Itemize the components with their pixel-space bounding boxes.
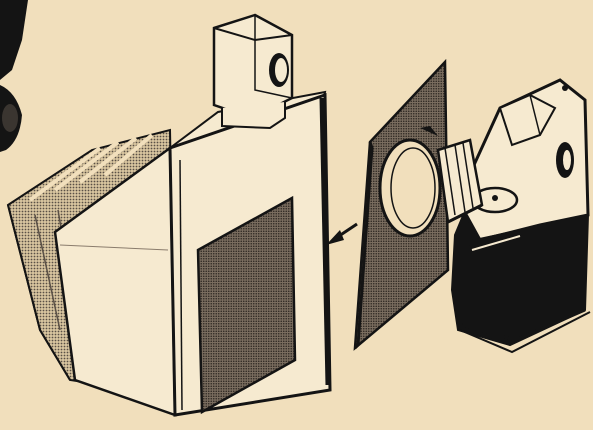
viewfinder-icon [214, 15, 292, 128]
